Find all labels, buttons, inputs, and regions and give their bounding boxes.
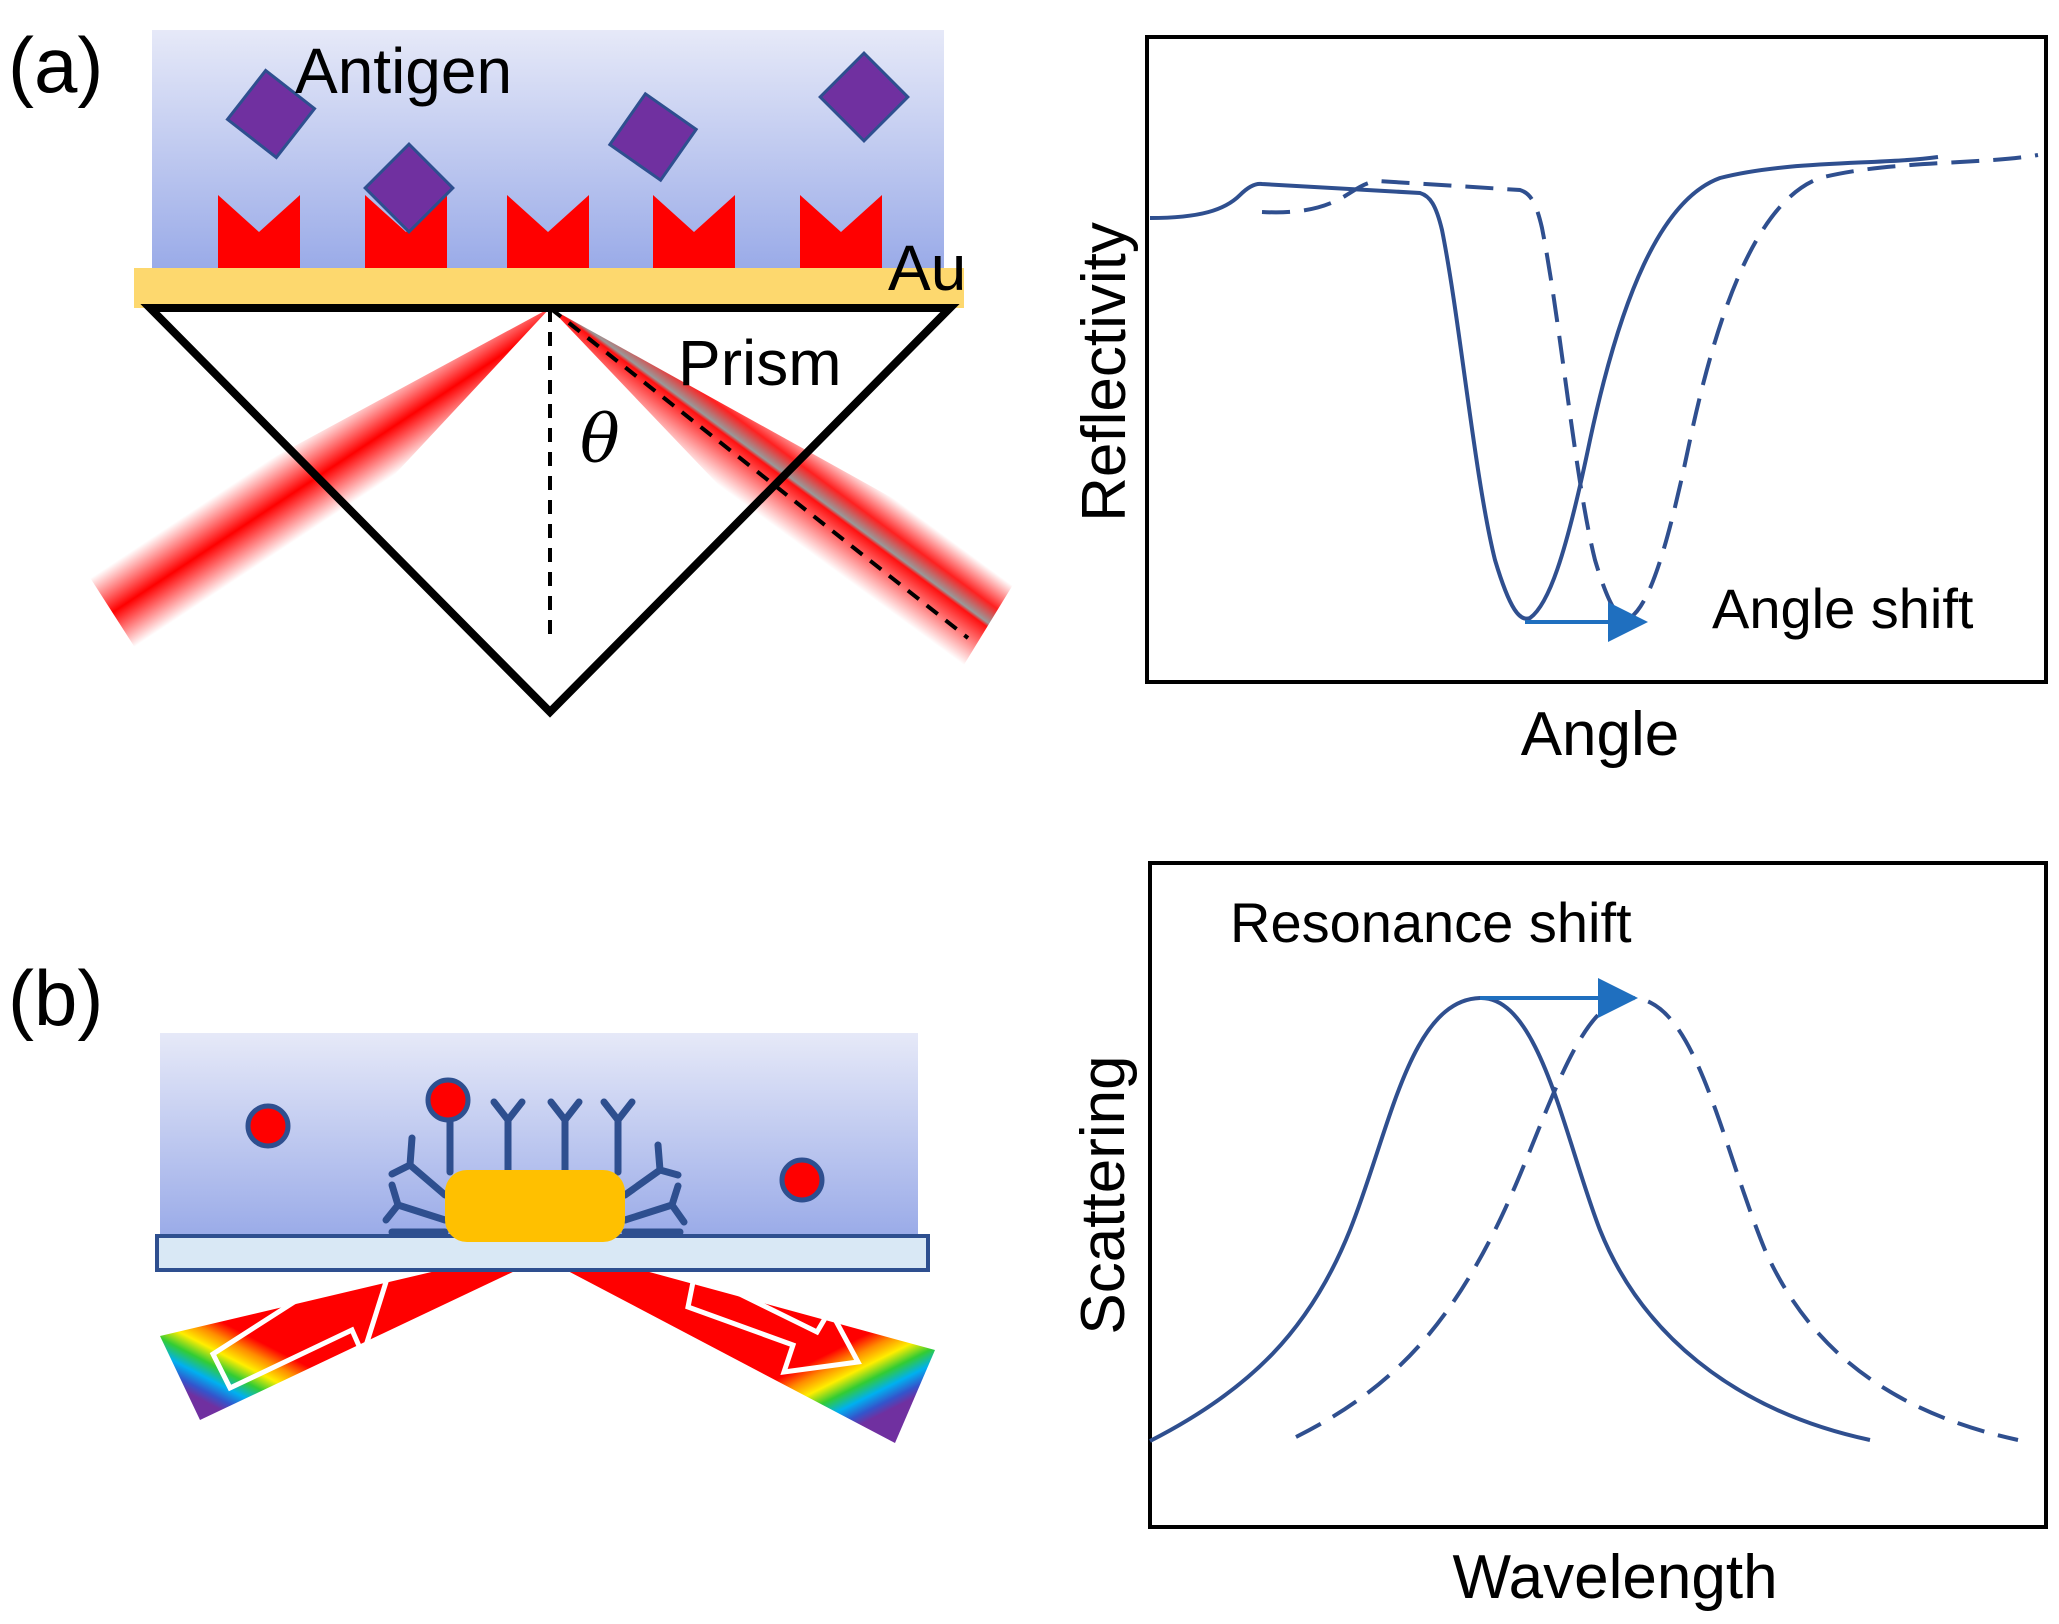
receptor bbox=[653, 195, 735, 268]
receptor-group bbox=[218, 195, 882, 268]
analyte-molecule bbox=[425, 1077, 471, 1123]
antibody bbox=[382, 1181, 449, 1224]
gold-label: Au bbox=[888, 232, 966, 304]
receptor bbox=[218, 195, 300, 268]
antigen bbox=[818, 51, 910, 143]
plot-a-frame bbox=[1145, 35, 2048, 684]
antibody bbox=[621, 1141, 682, 1199]
incident-laser-beam bbox=[80, 308, 550, 710]
antigen bbox=[363, 142, 455, 234]
plot-b-frame bbox=[1148, 861, 2048, 1529]
plot-b-xlabel: Wavelength bbox=[1452, 1543, 1777, 1612]
panel-a-label: (a) bbox=[8, 21, 103, 109]
analyte-molecule bbox=[779, 1157, 825, 1203]
receptor bbox=[800, 195, 882, 268]
reflected-laser-beam bbox=[550, 308, 1022, 712]
receptor bbox=[365, 195, 447, 268]
prism-label: Prism bbox=[678, 327, 842, 399]
plot-a-ylabel: Reflectivity bbox=[1070, 222, 1139, 522]
light-direction-arrow bbox=[685, 1268, 862, 1376]
antibody bbox=[600, 1098, 636, 1176]
theta-symbol: θ bbox=[580, 401, 620, 478]
antigen bbox=[225, 68, 317, 160]
reflected-ray bbox=[548, 306, 970, 640]
antibody bbox=[547, 1098, 583, 1176]
panel-b-label: (b) bbox=[8, 954, 103, 1042]
receptor bbox=[507, 195, 589, 268]
plot-a-xlabel: Angle bbox=[1521, 700, 1680, 769]
plot-b-ylabel: Scattering bbox=[1069, 1055, 1138, 1334]
antigen-group bbox=[225, 51, 910, 234]
gold-film bbox=[134, 268, 964, 308]
plot-a-curve-before bbox=[1149, 155, 1939, 621]
antibody bbox=[621, 1182, 688, 1226]
antigen-label: Antigen bbox=[295, 35, 512, 107]
antibody bbox=[490, 1098, 526, 1176]
plot-b-annotation: Resonance shift bbox=[1230, 891, 1632, 954]
antibody bbox=[388, 1134, 449, 1199]
analyte-group bbox=[245, 1077, 825, 1203]
plot-a-annotation: Angle shift bbox=[1712, 577, 1974, 640]
scattered-light-beam bbox=[566, 1270, 935, 1443]
incident-light-beam bbox=[160, 1270, 517, 1420]
antigen bbox=[607, 91, 699, 183]
analyte-molecule bbox=[245, 1103, 291, 1149]
gold-nanoparticle bbox=[445, 1170, 625, 1242]
